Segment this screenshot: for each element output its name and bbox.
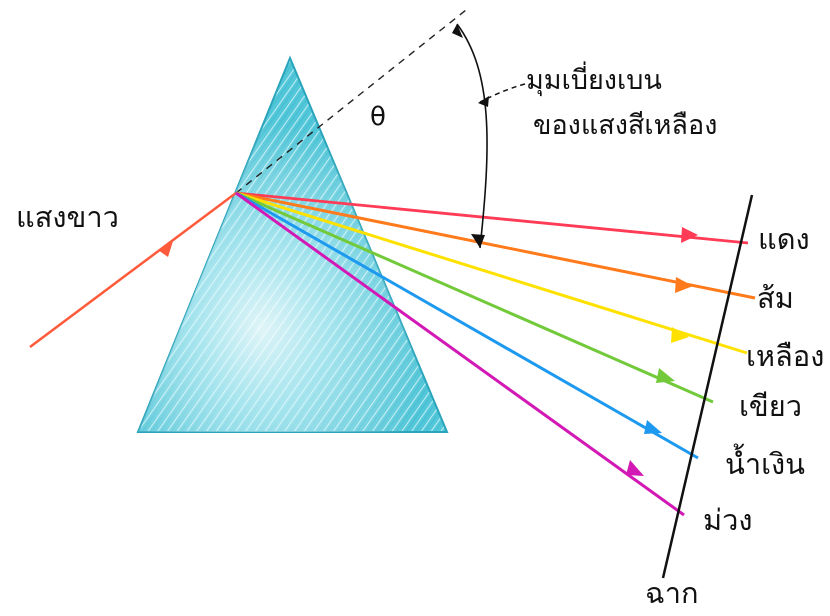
- screen-line: [661, 194, 754, 579]
- deviation-pointer-line: [479, 83, 526, 103]
- orange-ray: [235, 191, 756, 300]
- green-ray-arrowhead: [656, 368, 675, 383]
- dispersed-rays: [235, 191, 756, 517]
- incident-white-light-ray: [29, 191, 237, 349]
- deviation-pointer-arrow: [478, 96, 489, 107]
- red-label: แดง: [758, 222, 810, 256]
- blue-label: น้ำเงิน: [725, 443, 805, 481]
- deviation-angle-label-line2: ของแสงสีเหลือง: [533, 110, 717, 141]
- prism-highlight: [138, 58, 447, 432]
- yellow-label: เหลือง: [746, 339, 824, 373]
- normal-extension-dashed-line: [235, 9, 467, 194]
- green-ray: [235, 191, 714, 404]
- yellow-ray-arrowhead: [671, 327, 689, 343]
- orange-label: ส้ม: [757, 281, 794, 315]
- theta-label: θ: [370, 102, 386, 132]
- yellow-ray: [235, 191, 748, 355]
- violet-ray: [235, 191, 685, 517]
- red-ray: [235, 191, 749, 245]
- deviation-angle-bottom-arrow: [471, 234, 485, 248]
- red-ray-arrowhead: [681, 227, 698, 243]
- incident-ray-arrowhead: [158, 241, 173, 257]
- violet-label: ม่วง: [703, 503, 753, 537]
- prism: [136, 55, 449, 433]
- deviation-angle-label-line1: มุมเบี่ยงเบน: [526, 61, 662, 97]
- screen-label: ฉาก: [645, 576, 699, 610]
- blue-ray-arrowhead: [644, 420, 662, 434]
- orange-ray-arrowhead: [675, 277, 693, 293]
- white-light-label: แสงขาว: [16, 200, 119, 234]
- deviation-angle-top-arrow: [452, 24, 463, 38]
- deviation-angle-arc: [456, 23, 488, 249]
- violet-ray-arrowhead: [626, 460, 644, 476]
- green-label: เขียว: [739, 389, 802, 423]
- blue-ray: [235, 191, 699, 460]
